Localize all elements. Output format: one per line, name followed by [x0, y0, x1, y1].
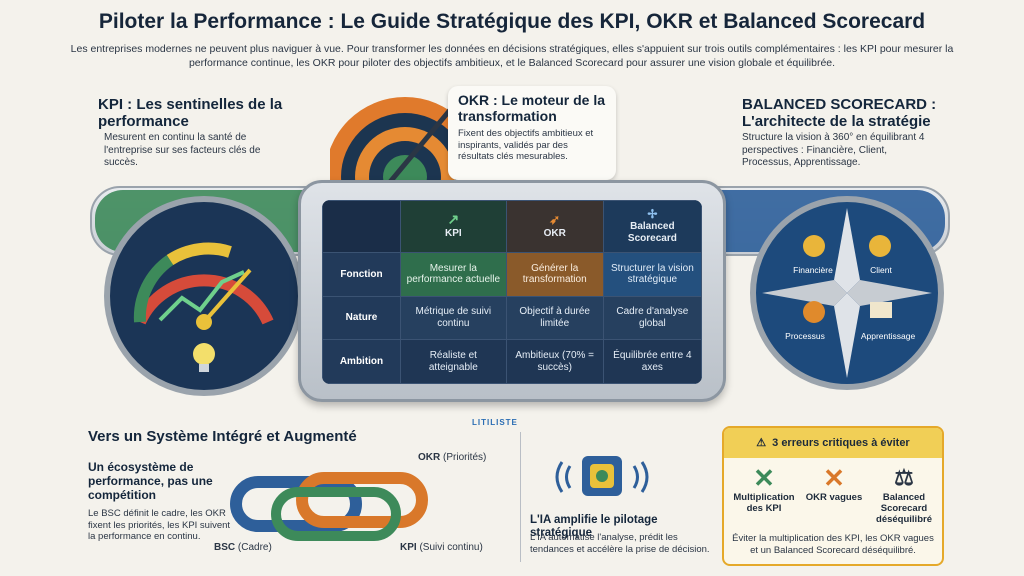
okr-link-label: OKR (Priorités) [418, 452, 487, 463]
table-cell: Réaliste et atteignable [400, 339, 507, 384]
row-label-nature: Nature [322, 295, 401, 341]
table-row: Ambition Réaliste et atteignable Ambitie… [322, 339, 702, 384]
intro-text: Les entreprises modernes ne peuvent plus… [70, 43, 954, 69]
errors-panel: ⚠3 erreurs critiques à éviter ✕ Multipli… [722, 426, 944, 566]
target-icon [330, 86, 480, 192]
table-cell: Métrique de suivi continu [400, 295, 507, 341]
bsc-description: Structure la vision à 360° en équilibran… [742, 132, 925, 168]
ai-description: L'IA automatise l'analyse, prédit les te… [530, 532, 710, 555]
errors-header: ⚠3 erreurs critiques à éviter [724, 428, 942, 458]
brand-logo: LITILISTE [472, 418, 518, 427]
chain-links-icon [230, 472, 428, 541]
comparison-table: ↗KPI ➶OKR ✢Balanced Scorecard Fonction M… [322, 200, 702, 384]
kpi-description: Mesurent en continu la santé de l'entrep… [104, 132, 261, 168]
ai-chip-icon [555, 456, 649, 496]
table-header-row: ↗KPI ➶OKR ✢Balanced Scorecard [322, 200, 702, 253]
table-row: Nature Métrique de suivi continu Objecti… [322, 295, 702, 341]
kpi-gauge [104, 196, 304, 396]
bsc-link-label: BSC (Cadre) [214, 542, 272, 553]
cross-icon: ✕ [823, 463, 845, 493]
error-item: ✕ Multiplication des KPI [728, 464, 800, 514]
comparison-screen: ↗KPI ➶OKR ✢Balanced Scorecard Fonction M… [322, 200, 702, 384]
bsc-compass: Financière Client Processus Apprentissag… [750, 196, 944, 390]
table-corner [322, 200, 401, 253]
error-item: ✕ OKR vagues [798, 464, 870, 503]
okr-card: OKR : Le moteur de la transformation Fix… [448, 86, 616, 180]
table-cell: Objectif à durée limitée [505, 295, 604, 341]
column-header-bsc: ✢Balanced Scorecard [602, 200, 702, 253]
quadrant-financiere: Financière [793, 265, 833, 275]
bsc-heading: BALANCED SCORECARD : L'architecte de la … [742, 96, 937, 130]
quadrant-client: Client [870, 265, 892, 275]
column-header-okr: ➶OKR [505, 200, 604, 253]
kpi-heading: KPI : Les sentinelles de la performance [98, 96, 283, 130]
kpi-link-label: KPI (Suivi continu) [400, 542, 483, 553]
system-description: Le BSC définit le cadre, les OKR fixent … [88, 508, 231, 542]
table-row: Fonction Mesurer la performance actuelle… [322, 252, 702, 297]
scale-icon: ⚖ [894, 465, 914, 490]
quadrant-processus: Processus [785, 331, 825, 341]
cross-icon: ✕ [753, 463, 775, 493]
row-label-fonction: Fonction [322, 252, 401, 297]
table-cell: Cadre d'analyse global [602, 295, 702, 341]
column-header-kpi: ↗KPI [400, 200, 507, 253]
error-item: ⚖ Balanced Scorecard déséquilibré [868, 464, 940, 525]
table-cell: Structurer la vision stratégique [602, 252, 702, 297]
row-label-ambition: Ambition [322, 339, 401, 384]
okr-heading: OKR : Le moteur de la transformation [458, 92, 606, 124]
system-subheading: Un écosystème de performance, pas une co… [88, 460, 213, 502]
table-cell: Équilibrée entre 4 axes [602, 339, 702, 384]
table-cell: Générer la transformation [505, 252, 604, 297]
okr-description: Fixent des objectifs ambitieux et inspir… [458, 128, 594, 162]
gauge-icon [133, 242, 274, 372]
table-cell: Mesurer la performance actuelle [400, 252, 507, 297]
table-cell: Ambitieux (70% = succès) [505, 339, 604, 384]
warning-icon: ⚠ [756, 437, 767, 449]
system-heading: Vers un Système Intégré et Augmenté [88, 428, 357, 445]
compass-icon [762, 208, 932, 378]
errors-description: Éviter la multiplication des KPI, les OK… [732, 533, 934, 556]
quadrant-apprentissage: Apprentissage [860, 331, 916, 341]
ai-heading: L'IA amplifie le pilotage stratégique [530, 514, 658, 539]
page-title: Piloter la Performance : Le Guide Straté… [98, 10, 926, 33]
section-divider [520, 432, 521, 562]
